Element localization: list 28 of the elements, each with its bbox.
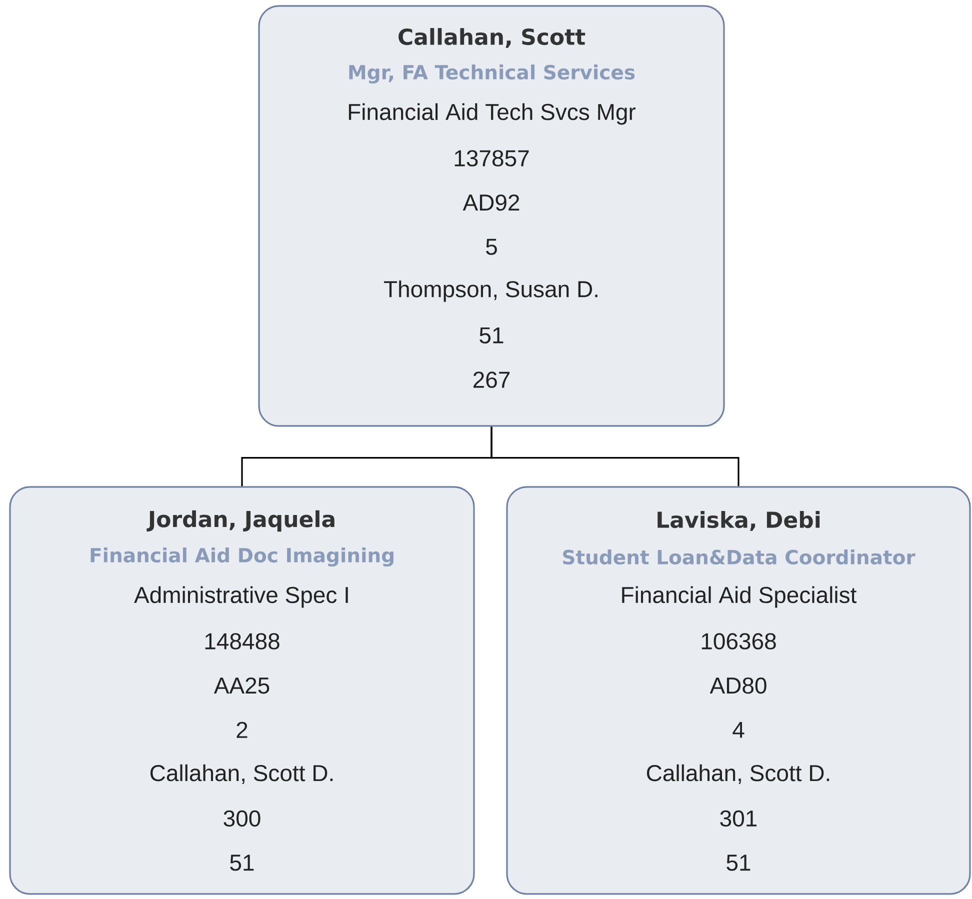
- detail-text: Callahan, Scott D.: [150, 764, 333, 784]
- detail-text: 300: [224, 810, 260, 827]
- detail-text: 106368: [702, 633, 776, 650]
- detail-text: 51: [480, 327, 504, 344]
- detail-text: Financial Aid Tech Svcs Mgr: [348, 103, 636, 125]
- detail-text: 148488: [205, 633, 280, 650]
- detail-text: AA25: [214, 677, 270, 694]
- position-title: Financial Aid Doc Imagining: [90, 547, 394, 566]
- detail-text: AD92: [462, 194, 520, 211]
- position-title: Mgr, FA Technical Services: [349, 64, 635, 84]
- person-name: Jordan, Jaquela: [146, 510, 334, 532]
- detail-text: Financial Aid Specialist: [622, 586, 857, 608]
- detail-text: 5: [486, 238, 497, 255]
- detail-text: 51: [230, 854, 254, 871]
- detail-text: 137857: [454, 150, 529, 166]
- person-name: Laviska, Debi: [658, 511, 820, 531]
- detail-text: 2: [236, 722, 248, 738]
- detail-text: 4: [732, 722, 744, 738]
- detail-text: Callahan, Scott D.: [646, 764, 830, 784]
- person-name: Callahan, Scott: [398, 28, 586, 48]
- position-title: Student Loan&Data Coordinator: [563, 549, 916, 565]
- detail-text: Thompson, Susan D.: [384, 280, 598, 302]
- connector-line: [490, 426, 740, 486]
- detail-text: 301: [720, 810, 757, 827]
- detail-text: 267: [473, 372, 510, 388]
- detail-text: AD80: [710, 677, 766, 694]
- detail-text: Administrative Spec I: [134, 586, 348, 608]
- detail-text: 51: [726, 854, 750, 871]
